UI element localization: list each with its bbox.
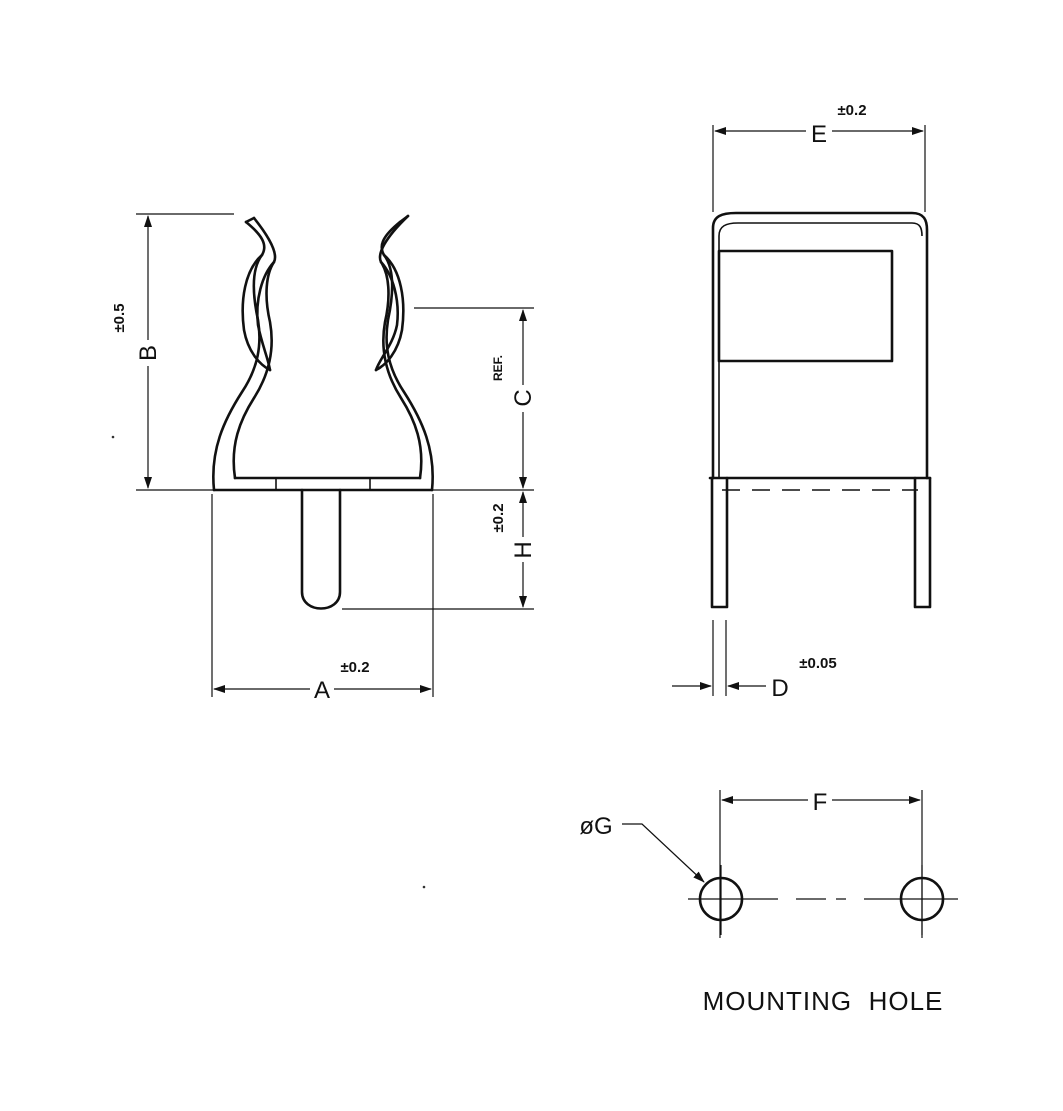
dimension-h-label: H	[510, 541, 537, 558]
mounting-hole-title: MOUNTING HOLE	[703, 986, 944, 1016]
dimension-g-label: øG	[579, 813, 612, 840]
dimension-h-tolerance: ±0.2	[490, 503, 507, 532]
dimension-h: H ±0.2	[490, 491, 537, 608]
dimension-d-tolerance: ±0.05	[799, 655, 836, 672]
dimension-b-tolerance: ±0.5	[111, 303, 128, 332]
dimension-a: A ±0.2	[213, 659, 432, 704]
dimension-e-tolerance: ±0.2	[837, 102, 866, 119]
left-spring-arm	[212, 216, 277, 492]
mounting-hole-view: F øG MOUNTING HOLE	[579, 789, 958, 1016]
dimension-d: D ±0.05	[672, 655, 837, 702]
clip-base	[212, 476, 434, 492]
dimension-b: B ±0.5	[111, 215, 162, 489]
dimension-a-label: A	[314, 677, 330, 704]
dimension-f: F	[721, 789, 921, 816]
dimension-e: E ±0.2	[714, 102, 924, 148]
dimension-g: øG	[579, 813, 705, 883]
dimension-c-label: C	[510, 389, 537, 406]
dimension-e-label: E	[811, 121, 827, 148]
scan-speck	[422, 885, 426, 889]
clip-side-legs	[710, 476, 932, 609]
dimension-b-label: B	[135, 345, 162, 361]
dimension-f-label: F	[813, 789, 828, 816]
front-view: B ±0.5 C REF. H ±0.2 A ±0.2	[111, 213, 537, 704]
right-spring-arm	[374, 214, 434, 492]
clip-side-body	[708, 211, 932, 491]
clip-pin	[300, 488, 342, 610]
dimension-c: C REF.	[491, 309, 537, 489]
scan-speck	[111, 435, 115, 439]
side-view: E ±0.2 D ±0.05	[672, 102, 932, 702]
dimension-a-tolerance: ±0.2	[340, 659, 369, 676]
dimension-d-label: D	[771, 675, 788, 702]
dimension-c-note: REF.	[491, 355, 505, 381]
